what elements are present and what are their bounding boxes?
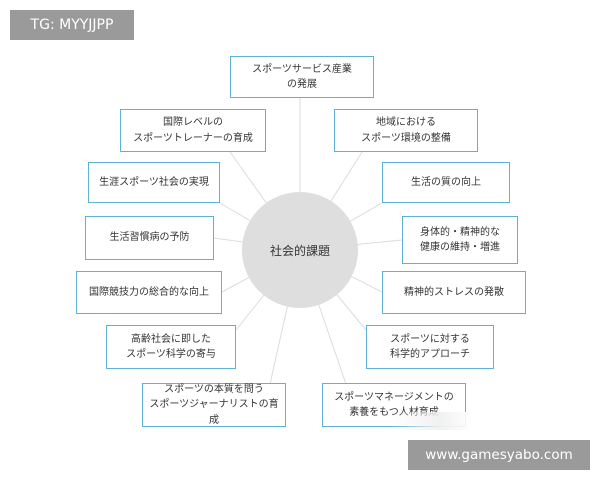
node-bottom-left: スポーツの本質を問う スポーツジャーナリストの育成 <box>142 383 286 427</box>
node-right-4: 精神的ストレスの発散 <box>382 271 526 314</box>
watermark-bottom-right: www.gamesyabo.com <box>408 440 590 470</box>
node-left-2: 生涯スポーツ社会の実現 <box>88 162 220 203</box>
watermark-top-left: TG: MYYJJPP <box>10 10 134 40</box>
node-right-3: 身体的・精神的な 健康の維持・増進 <box>402 216 518 264</box>
node-left-3: 生活習慣病の予防 <box>85 216 214 260</box>
node-left-1: 国際レベルの スポーツトレーナーの育成 <box>120 109 266 152</box>
node-right-5: スポーツに対する 科学的アプローチ <box>366 325 494 369</box>
node-top: スポーツサービス産業 の発展 <box>230 56 374 98</box>
node-right-2: 生活の質の向上 <box>382 162 510 203</box>
blur-overlay <box>392 412 472 430</box>
node-left-5: 高齢社会に即した スポーツ科学の寄与 <box>106 325 236 369</box>
center-topic: 社会的課題 <box>242 192 358 308</box>
node-right-1: 地域における スポーツ環境の整備 <box>334 109 478 152</box>
node-left-4: 国際競技力の総合的な向上 <box>76 271 222 314</box>
